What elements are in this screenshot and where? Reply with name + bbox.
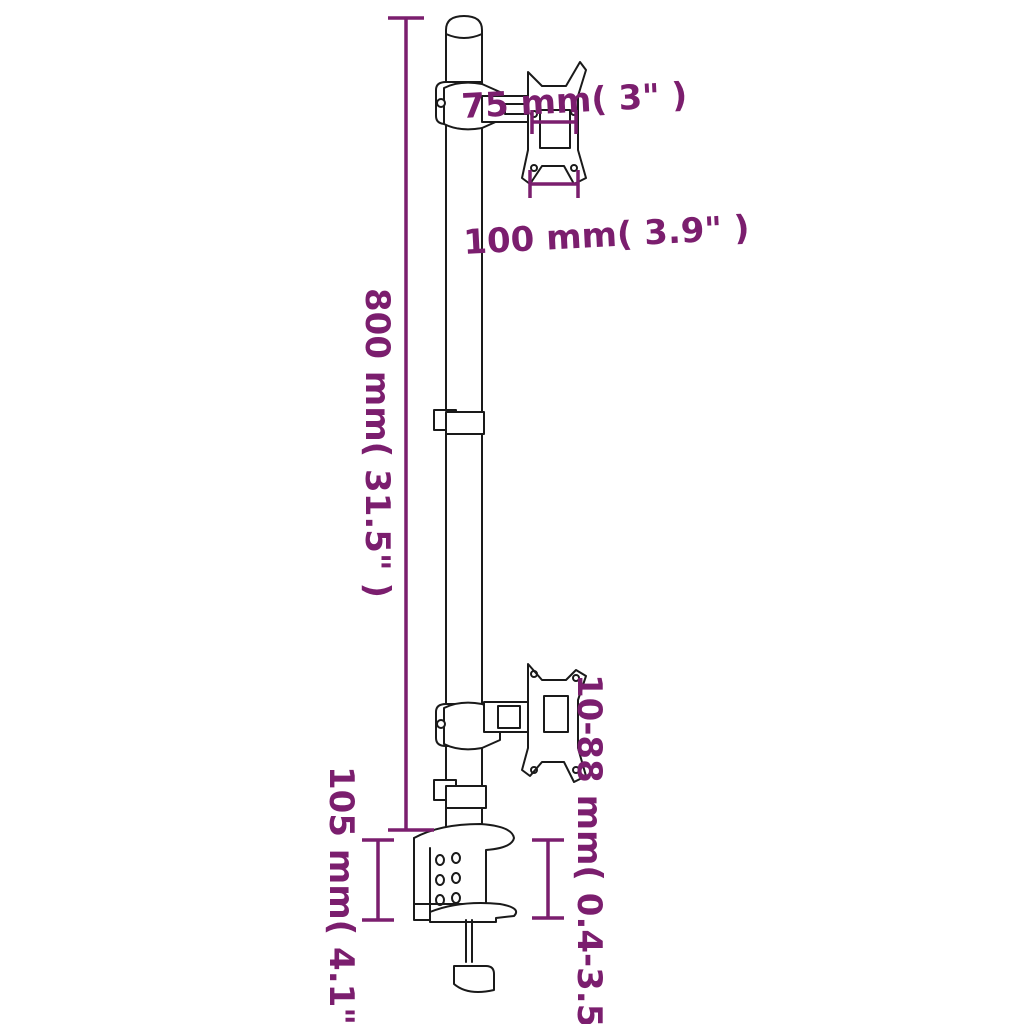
cable-clip-lower xyxy=(433,779,487,809)
vesa-large-label: 100 mm( 3.9" ) xyxy=(462,208,750,263)
vesa-small-label: 75 mm( 3" ) xyxy=(460,75,688,127)
height-label: 800 mm( 31.5" ) xyxy=(357,288,397,598)
desk-clamp xyxy=(413,823,518,993)
desk-thickness-label: 10-88 mm( 0.4-3.5" ) xyxy=(569,674,609,1024)
dimension-lines xyxy=(362,16,580,922)
lower-vesa-plate xyxy=(521,663,587,783)
clamp-height-label: 105 mm( 4.1" ) xyxy=(321,766,361,1024)
cable-clip-middle xyxy=(433,409,485,435)
top-monitor-arm xyxy=(435,81,541,131)
